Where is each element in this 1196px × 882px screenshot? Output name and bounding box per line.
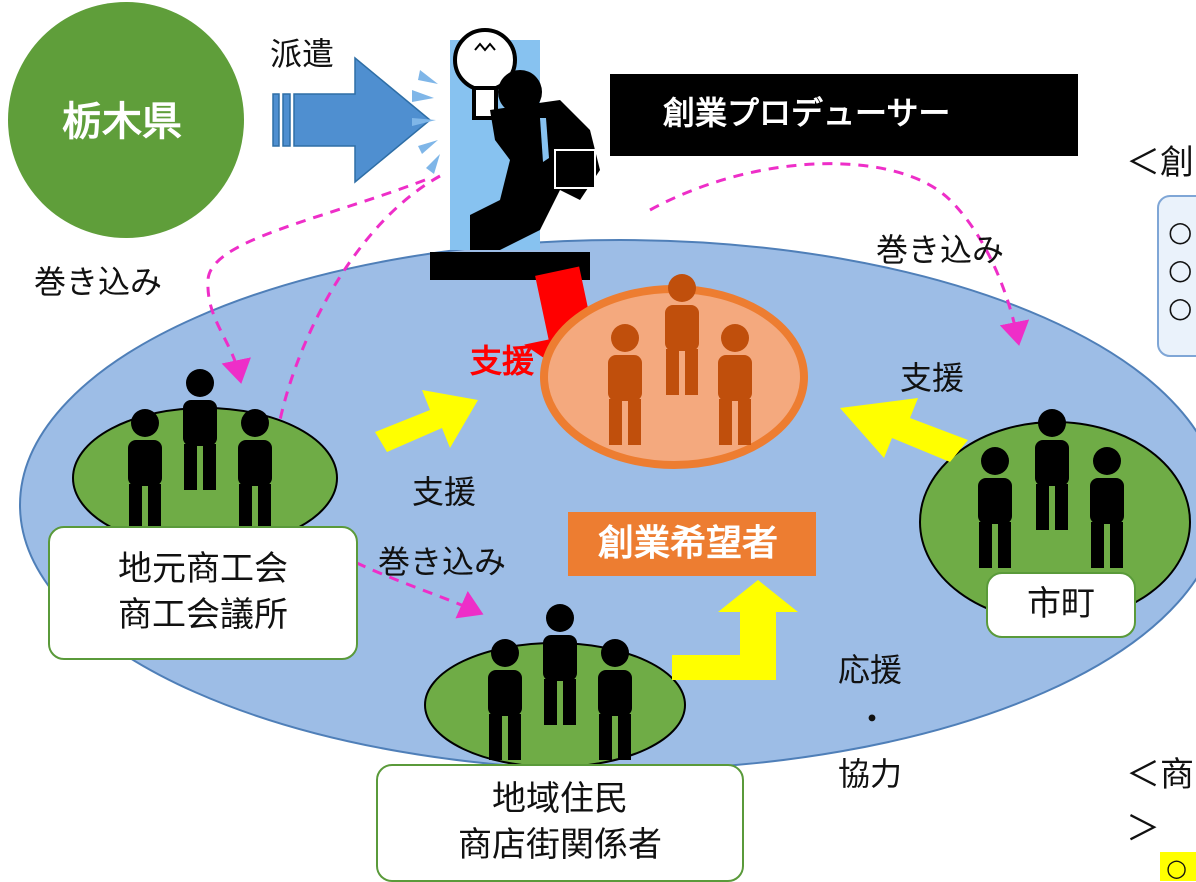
city-box: 市町	[986, 572, 1136, 638]
commerce-box: 地元商工会 商工会議所	[48, 526, 358, 660]
cheer-label: 応援	[838, 651, 903, 689]
dot-label: ・	[856, 700, 889, 738]
commerce-line-1: 地元商工会	[118, 549, 288, 590]
residents-line-2: 商店街関係者	[458, 825, 662, 865]
involve-right-label: 巻き込み	[876, 231, 1005, 269]
producer-label: 創業プロデューサー	[663, 94, 951, 132]
producer-figure	[430, 28, 600, 280]
light-rays	[412, 70, 440, 174]
involve-left-label: 巻き込み	[34, 263, 163, 301]
yellow-arrow-left	[375, 390, 478, 452]
right-bottom-bullet: ○	[1166, 854, 1187, 882]
support-red-label: 支援	[470, 342, 535, 380]
producer-label-box	[610, 74, 1078, 156]
yellow-arrow-bottom	[672, 580, 798, 680]
commerce-line-2: 商工会議所	[118, 595, 288, 635]
applicants-label: 創業希望者	[598, 523, 779, 564]
support-left-label: 支援	[412, 473, 477, 511]
right-bullet-3: ○	[1168, 291, 1193, 324]
right-bottom-heading: ＜商	[1126, 755, 1194, 795]
residents-line-1: 地域住民	[492, 779, 628, 820]
dispatch-label: 派遣	[270, 35, 335, 73]
info-highlight	[1160, 852, 1196, 881]
right-bottom-mark: ＞	[1126, 809, 1160, 849]
info-panel	[1157, 195, 1196, 357]
prefecture-label: 栃木県	[62, 99, 182, 145]
dispatch-arrow	[272, 56, 432, 184]
yellow-arrow-right	[840, 398, 968, 462]
city-line-1: 市町	[1027, 584, 1095, 625]
involve-bottom-label: 巻き込み	[378, 543, 507, 581]
applicants-label-box	[568, 512, 816, 576]
cooperate-label: 協力	[838, 755, 903, 793]
support-right-label: 支援	[900, 359, 965, 397]
right-bullet-2: ○	[1168, 253, 1193, 286]
residents-box: 地域住民 商店街関係者	[376, 764, 744, 882]
right-bullet-1: ○	[1168, 215, 1193, 248]
right-top-heading: ＜創	[1126, 143, 1194, 183]
prefecture-circle	[8, 2, 244, 238]
